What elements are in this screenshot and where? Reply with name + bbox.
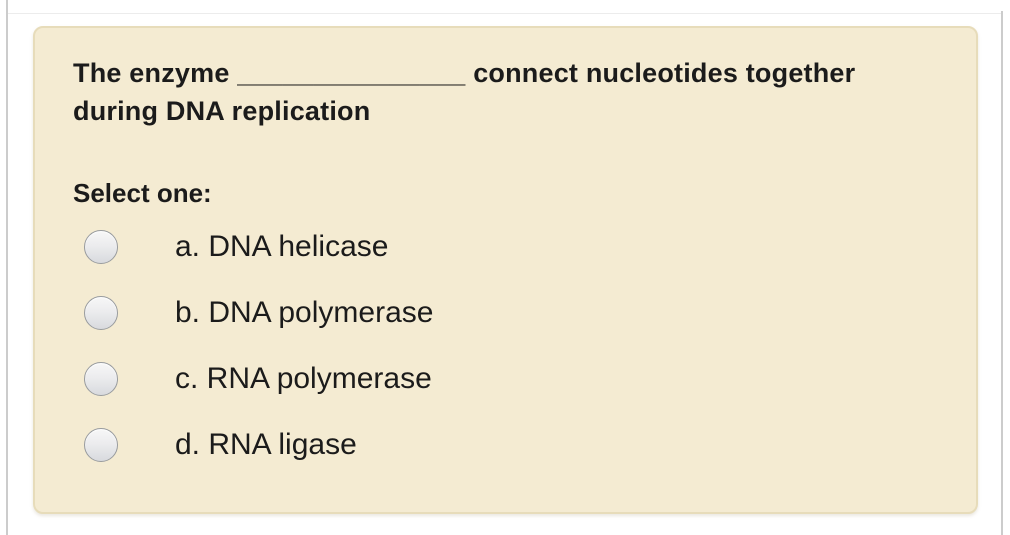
option-row-a[interactable]: a. DNA helicase — [73, 214, 938, 280]
option-label-a[interactable]: a. DNA helicase — [175, 230, 389, 263]
page-border-left — [6, 0, 8, 535]
radio-button-a[interactable] — [84, 230, 118, 264]
question-text: The enzyme _______________ connect nucle… — [73, 58, 856, 126]
page-border-top — [8, 13, 1001, 14]
radio-button-c[interactable] — [84, 362, 118, 396]
page-border-right — [1001, 11, 1003, 535]
options-list: a. DNA helicase b. DNA polymerase c. RNA… — [73, 214, 938, 478]
select-one-prompt: Select one: — [73, 178, 212, 208]
option-label-c[interactable]: c. RNA polymerase — [175, 362, 432, 395]
option-label-d[interactable]: d. RNA ligase — [175, 428, 357, 461]
question-card: The enzyme _______________ connect nucle… — [33, 26, 978, 514]
radio-button-b[interactable] — [84, 296, 118, 330]
option-row-b[interactable]: b. DNA polymerase — [73, 280, 938, 346]
radio-button-d[interactable] — [84, 428, 118, 462]
option-row-d[interactable]: d. RNA ligase — [73, 412, 938, 478]
option-label-b[interactable]: b. DNA polymerase — [175, 296, 434, 329]
option-row-c[interactable]: c. RNA polymerase — [73, 346, 938, 412]
